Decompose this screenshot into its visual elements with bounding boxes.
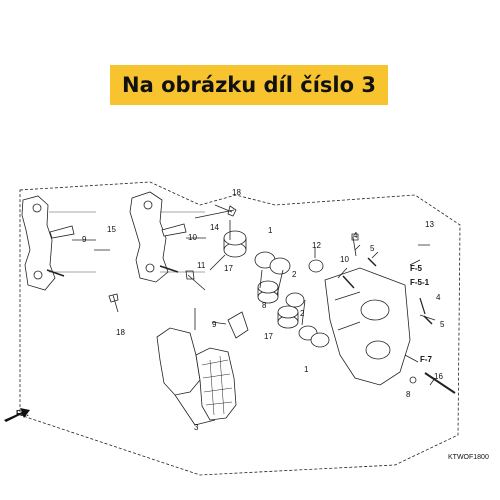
caliper-bracket-right	[129, 191, 187, 283]
front-direction-arrow: FR.	[4, 408, 30, 422]
callout-3: 3	[194, 423, 199, 432]
callout-18-top: 18	[232, 188, 241, 197]
banner-text: Na obrázku díl číslo 3	[122, 73, 376, 97]
callout-4: 4	[353, 231, 358, 240]
callout-9b: 10	[188, 233, 197, 242]
callout-7: 9	[212, 320, 217, 329]
brake-pads-3	[156, 327, 237, 421]
callout-13: 13	[425, 220, 434, 229]
pad-spring-7	[227, 311, 249, 339]
callout-5-right: 5	[440, 320, 445, 329]
callout-numbers: 15 9 14 10 18 18 1 17 17 11 12 10 4 5 13…	[82, 188, 445, 432]
pad-pin-16	[424, 372, 456, 394]
bleeder-screw-4-right	[419, 297, 426, 315]
part-code: KTWOF1800	[448, 454, 489, 461]
piston-6-lower	[257, 280, 299, 329]
ref-f7: F-7	[420, 355, 433, 364]
ref-f5-1: F-5-1	[410, 278, 430, 287]
piston-17-upper	[223, 230, 247, 258]
callout-5: 5	[370, 244, 375, 253]
callout-12: 12	[312, 241, 321, 250]
callout-1-upper: 1	[268, 226, 273, 235]
callout-15: 15	[107, 225, 116, 234]
callout-2-lower: 2	[300, 309, 305, 318]
assembly-frame	[19, 181, 461, 476]
callout-1-lower: 1	[304, 365, 309, 374]
ref-f5: F-5	[410, 264, 423, 273]
caliper-body-13	[324, 267, 411, 386]
callout-8: 8	[406, 390, 411, 399]
callout-11: 11	[197, 261, 206, 270]
part-number-banner: Na obrázku díl číslo 3	[110, 65, 388, 105]
bleeder-screw-4	[351, 233, 359, 257]
callout-10: 10	[340, 255, 349, 264]
callout-6: 8	[262, 301, 267, 310]
callout-17-lower: 17	[264, 332, 273, 341]
slide-pin-11	[185, 270, 206, 291]
callout-4-right: 4	[436, 293, 441, 302]
callout-14: 14	[210, 223, 219, 232]
callout-9: 9	[82, 235, 87, 244]
caliper-bracket-left	[21, 195, 75, 291]
callout-16: 16	[434, 372, 443, 381]
callout-18-bottom: 18	[116, 328, 125, 337]
callout-2-upper: 2	[292, 270, 297, 279]
bolt-18-bottom	[108, 293, 119, 313]
callout-17-upper: 17	[224, 264, 233, 273]
bleeder-cap-5-right	[423, 315, 433, 325]
fr-label: FR.	[16, 409, 29, 418]
bolt-10	[342, 275, 355, 289]
bleeder-cap-5	[367, 257, 377, 267]
